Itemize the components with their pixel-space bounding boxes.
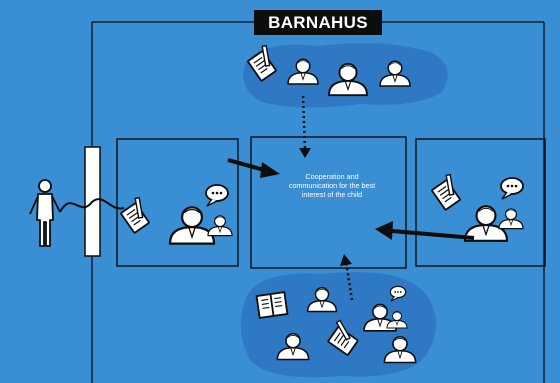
person-icon — [168, 206, 216, 245]
document-icon — [428, 172, 467, 211]
barnahus-title: BARNAHUS — [254, 10, 382, 35]
person-icon — [498, 208, 524, 230]
left-box — [116, 138, 239, 267]
arrow-right-to-center — [375, 221, 475, 240]
child-figure — [29, 179, 61, 247]
center-label: Cooperation and communication for the be… — [288, 172, 376, 199]
document-icon — [117, 195, 156, 234]
barnahus-frame — [91, 21, 545, 383]
person-icon — [207, 215, 233, 237]
right-box — [415, 138, 546, 267]
connector-curve — [59, 198, 125, 213]
arrow-left-to-center — [227, 158, 280, 178]
arrow-top-dotted — [299, 95, 311, 158]
arrow-bottom-dotted — [340, 254, 354, 301]
notebook-icon — [255, 291, 289, 319]
center-box — [250, 136, 407, 269]
speech-bubble-icon — [205, 184, 229, 207]
speech-bubble-icon — [500, 177, 524, 200]
